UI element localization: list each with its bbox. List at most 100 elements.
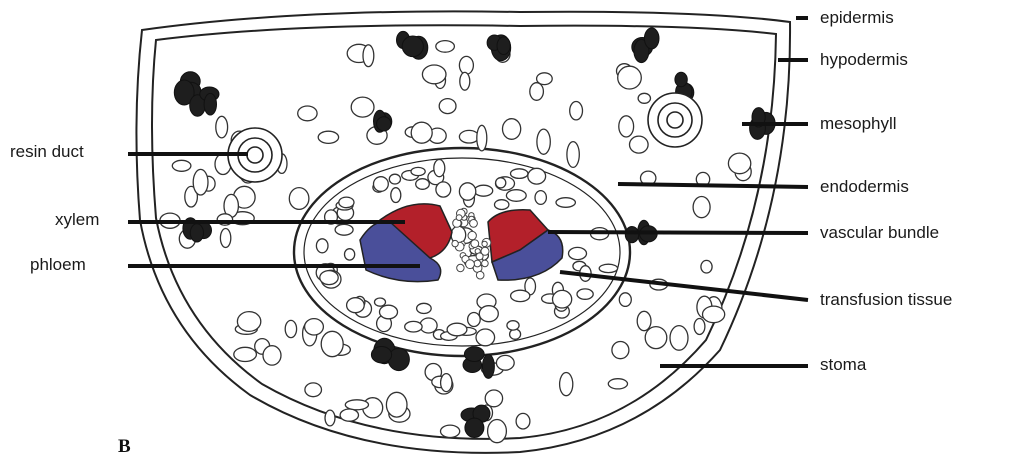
mesophyll-cell: [619, 293, 631, 307]
mesophyll-cell: [638, 93, 650, 103]
small-cell: [482, 241, 487, 246]
transfusion-cell: [347, 298, 365, 313]
mesophyll-cell: [363, 45, 374, 67]
mesophyll-cell: [485, 390, 502, 407]
mesophyll-cell: [630, 136, 649, 153]
mesophyll-cell: [298, 106, 317, 121]
small-cell: [471, 240, 479, 248]
leader-transfusion-tissue: [560, 272, 808, 300]
transfusion-cell: [447, 323, 467, 336]
transfusion-cell: [320, 271, 338, 285]
mesophyll-cell: [386, 392, 407, 417]
mesophyll-cell: [441, 374, 452, 392]
small-cell: [482, 260, 489, 267]
transfusion-cell: [476, 329, 495, 346]
mesophyll-cell: [488, 420, 507, 443]
vascular-bundle-right: [488, 210, 563, 280]
label-epidermis: epidermis: [820, 8, 894, 28]
transfusion-cells: [452, 208, 491, 279]
mesophyll-cell: [694, 319, 705, 335]
transfusion-cell: [316, 239, 328, 253]
mesophyll-cell: [459, 56, 473, 74]
small-cell: [466, 260, 475, 269]
transfusion-cell: [599, 264, 617, 272]
transfusion-cell: [511, 169, 528, 179]
mesophyll-cell: [637, 311, 651, 330]
label-stoma: stoma: [820, 355, 866, 375]
mesophyll-cell: [570, 102, 583, 120]
mesophyll-cell: [670, 326, 688, 351]
transfusion-cell: [506, 190, 526, 202]
transfusion-cell: [535, 191, 546, 205]
mesophyll-cell: [422, 65, 446, 84]
label-hypodermis: hypodermis: [820, 50, 908, 70]
mesophyll-cell: [728, 153, 750, 174]
dark-cell: [465, 418, 484, 437]
transfusion-cell: [528, 168, 546, 184]
resin-duct-right: [648, 93, 702, 147]
mesophyll-cell: [503, 119, 521, 140]
mesophyll-cell: [193, 169, 208, 195]
transfusion-cell: [553, 290, 572, 308]
mesophyll-cell: [305, 383, 322, 397]
transfusion-cell: [391, 188, 401, 203]
mesophyll-cell: [560, 373, 573, 396]
leader-vascular-bundle: [548, 232, 808, 233]
transfusion-cell: [436, 182, 451, 197]
transfusion-cell: [496, 178, 506, 188]
transfusion-cell: [474, 185, 492, 196]
mesophyll-cell: [612, 342, 629, 359]
mesophyll-cell: [608, 379, 627, 389]
small-cell: [468, 231, 476, 239]
transfusion-cell: [339, 197, 354, 208]
transfusion-cell: [479, 306, 498, 322]
mesophyll-cell: [496, 355, 514, 370]
label-mesophyll: mesophyll: [820, 114, 897, 134]
mesophyll-cell: [618, 66, 642, 89]
panel-label: B: [118, 436, 131, 458]
dark-cell: [464, 347, 484, 362]
transfusion-cell: [507, 321, 519, 330]
vascular-bundle-left: [360, 204, 452, 282]
small-cell: [457, 264, 464, 271]
mesophyll-cell: [530, 83, 544, 101]
mesophyll-cell: [216, 116, 228, 138]
transfusion-cell: [335, 224, 353, 235]
transfusion-cell: [511, 290, 530, 301]
mesophyll-cell: [237, 312, 260, 332]
transfusion-cell: [556, 198, 575, 208]
mesophyll-cell: [321, 331, 343, 356]
mesophyll-cell: [234, 347, 257, 361]
dark-cell: [625, 227, 638, 243]
mesophyll-cell: [693, 197, 710, 218]
transfusion-cell: [345, 249, 355, 260]
mesophyll-cell: [351, 97, 374, 117]
mesophyll-cell: [441, 425, 460, 437]
label-transfusion-tissue: transfusion tissue: [820, 290, 952, 310]
small-cell: [456, 215, 462, 221]
transfusion-cell: [389, 174, 400, 184]
mesophyll-cell: [411, 122, 432, 143]
label-phloem: phloem: [30, 255, 86, 275]
dark-cell: [377, 117, 392, 131]
dark-cell: [190, 224, 203, 242]
mesophyll-cell: [516, 413, 530, 429]
small-cell: [474, 260, 481, 267]
dark-cell: [402, 36, 423, 57]
dark-cell: [204, 93, 216, 115]
mesophyll-cell: [460, 72, 470, 90]
mesophyll-cell: [477, 125, 487, 151]
mesophyll-cell: [289, 188, 309, 210]
transfusion-cell: [375, 298, 386, 306]
transfusion-cell: [510, 329, 521, 339]
transfusion-cell: [405, 321, 422, 332]
mesophyll-cell: [619, 116, 634, 137]
mesophyll-cell: [701, 260, 712, 273]
transfusion-cell: [374, 177, 389, 192]
dark-cell: [644, 28, 659, 49]
mesophyll-cell: [220, 229, 230, 248]
transfusion-cell: [569, 247, 587, 259]
mesophyll-cell: [439, 99, 456, 114]
small-cell: [476, 253, 483, 260]
